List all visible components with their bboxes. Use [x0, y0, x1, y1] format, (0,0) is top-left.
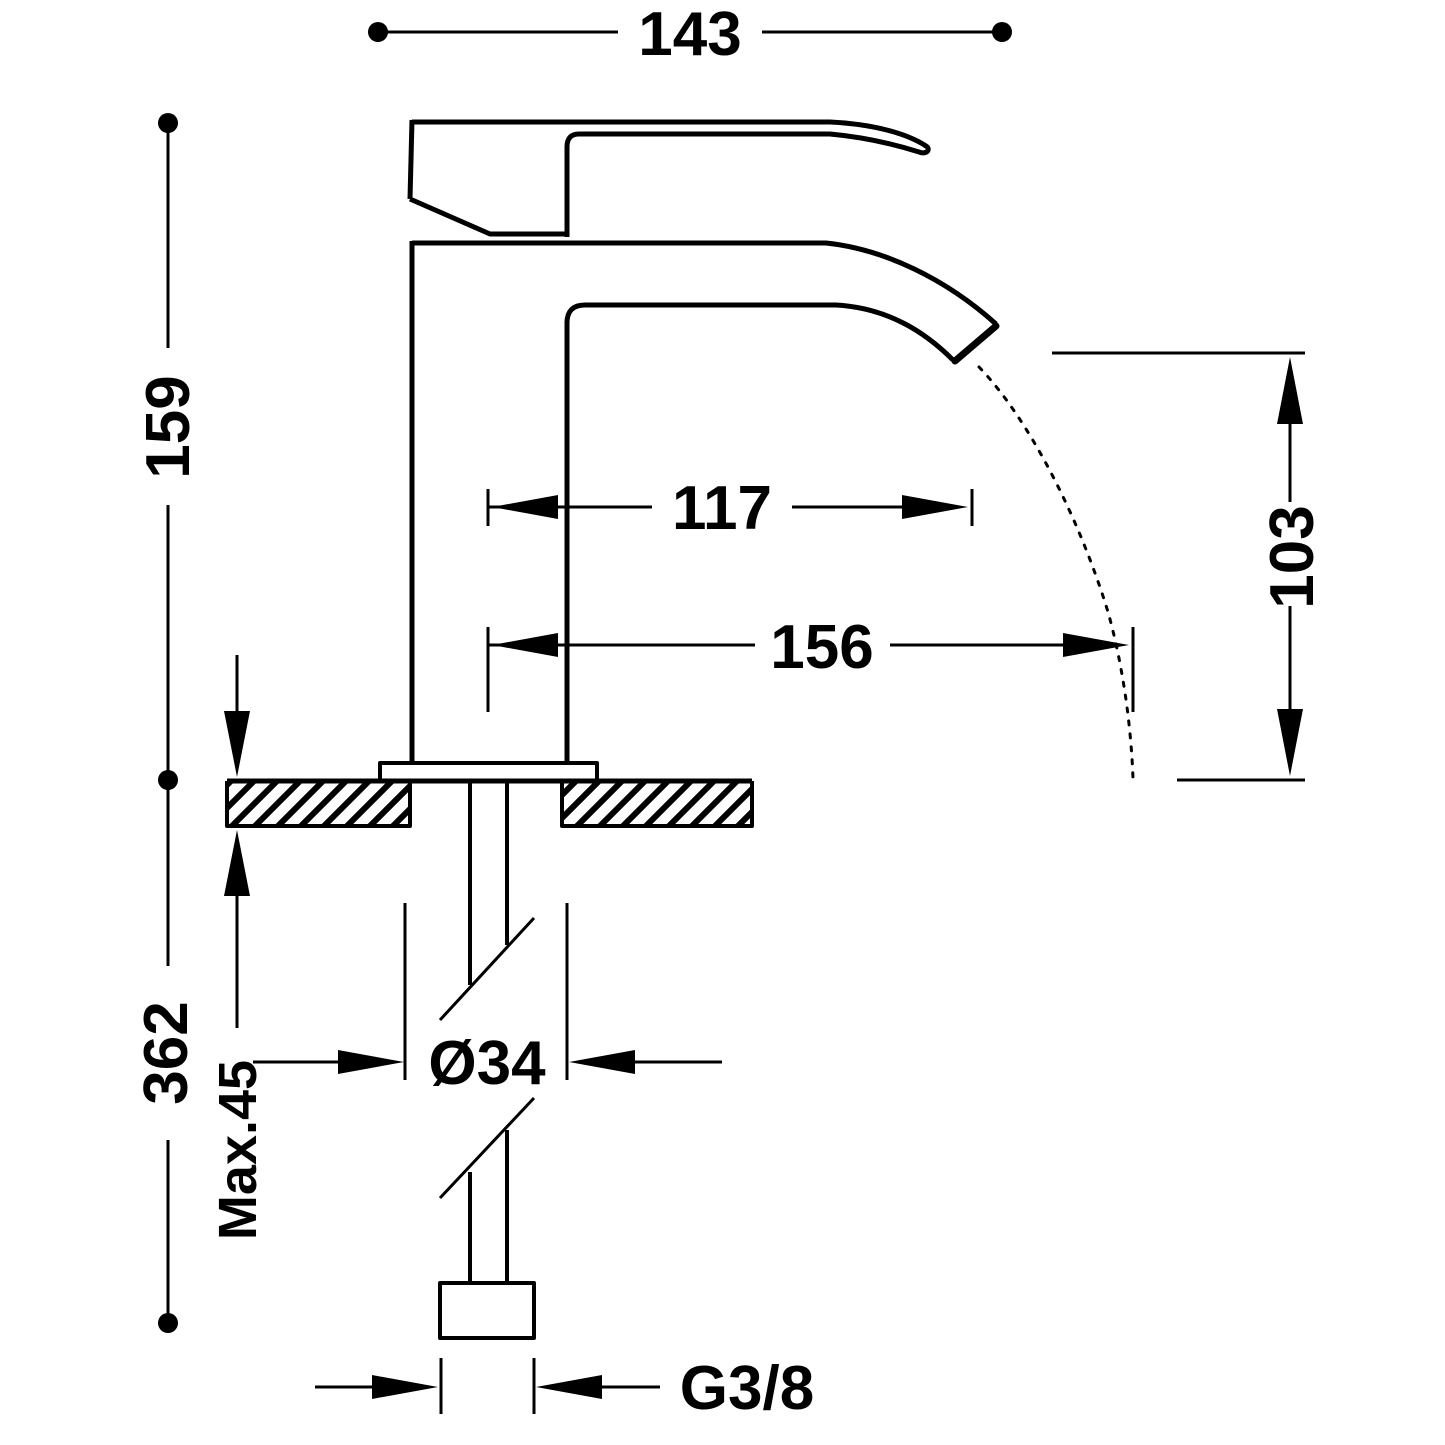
dimension-159: 159 [134, 113, 203, 790]
dim-dot [158, 1313, 178, 1333]
handle-cap-underside [408, 196, 567, 237]
dim-label-362: 362 [132, 1001, 201, 1104]
dim-label-159: 159 [134, 375, 203, 478]
hose-break-line-1 [438, 916, 536, 1022]
spout-top-curve [412, 240, 998, 326]
dimension-362: 362 [132, 780, 201, 1333]
dimension-d34: Ø34 [253, 903, 722, 1098]
arrow-left [569, 1050, 635, 1074]
arrow-right [372, 1375, 438, 1399]
supply-hose [438, 783, 536, 1340]
arrow-right [1063, 633, 1129, 657]
dimension-max45: Max.45 [208, 655, 268, 1240]
countertop [225, 778, 754, 828]
handle-cap-left-edge [407, 119, 415, 200]
spout-bottom-curve [564, 302, 955, 362]
dim-label-117: 117 [672, 474, 772, 543]
dimension-g38: G3/8 [315, 1354, 814, 1423]
dimension-103: 103 [1052, 351, 1327, 782]
arrow-up [224, 830, 250, 896]
countertop-right-block [560, 781, 754, 828]
dim-label-103: 103 [1258, 505, 1327, 608]
dim-dot [368, 22, 388, 42]
dimension-156: 156 [486, 613, 1135, 712]
countertop-hatch-right [564, 783, 750, 824]
dim-label-143: 143 [638, 0, 741, 69]
faucet-outline [378, 119, 1000, 783]
connection-nut [438, 1281, 536, 1340]
dim-label-d34: Ø34 [428, 1029, 546, 1098]
dim-dot [158, 113, 178, 133]
base-plate [378, 761, 599, 783]
arrow-down [224, 711, 250, 777]
countertop-left-block [225, 781, 412, 828]
dim-label-max45: Max.45 [208, 1060, 268, 1240]
dim-label-156: 156 [770, 613, 873, 682]
arrow-right [902, 495, 968, 519]
arrow-up [1277, 357, 1303, 424]
handle-lever [412, 119, 931, 237]
dimension-117: 117 [486, 474, 974, 543]
arrow-left [536, 1375, 602, 1399]
hose-break-line-2 [438, 1096, 536, 1200]
arrow-down [1277, 709, 1303, 776]
countertop-hatch-left [229, 783, 408, 824]
spout-outlet-cut [951, 322, 1000, 365]
water-stream-dashed [977, 365, 1135, 781]
arrow-right [338, 1050, 404, 1074]
dim-label-g38: G3/8 [680, 1354, 814, 1423]
dimension-143: 143 [368, 0, 1012, 69]
dim-dot [992, 22, 1012, 42]
